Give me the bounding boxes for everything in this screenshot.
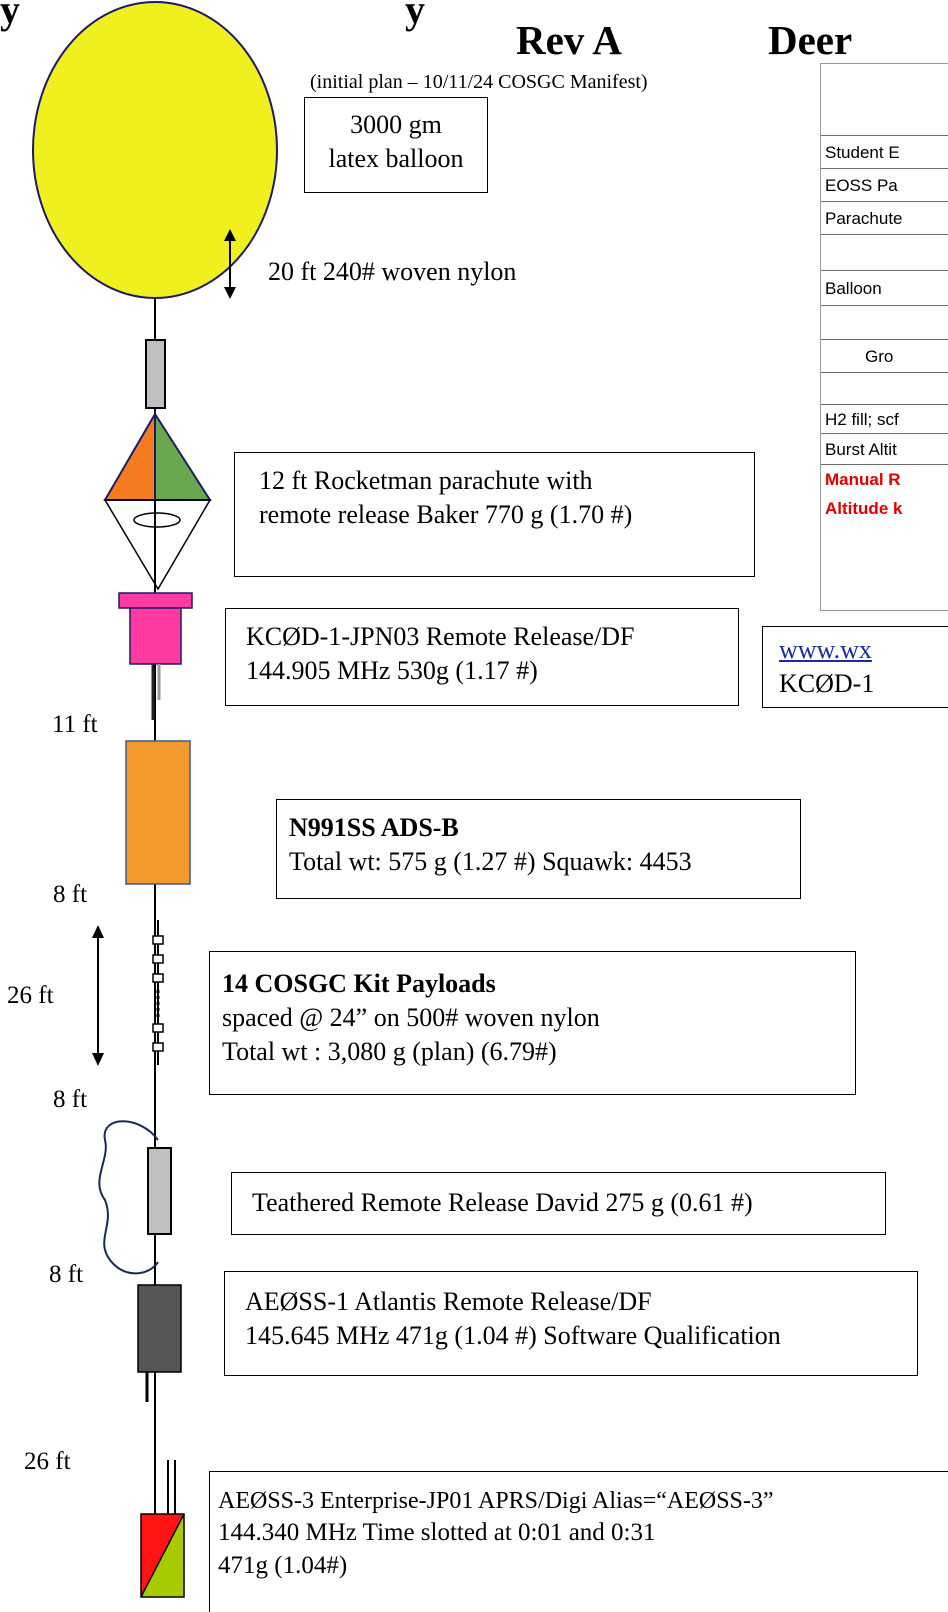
parachute-label-line2: remote release Baker 770 g (1.70 #) — [259, 499, 633, 529]
table-row: Balloon — [821, 270, 948, 306]
table-row: Burst Altit — [821, 433, 948, 465]
table-row: Manual R — [821, 464, 948, 495]
balloon — [32, 1, 278, 299]
header-right-fragment: y — [405, 0, 425, 32]
kit-payload-string — [152, 920, 164, 1065]
distance-26ft-b: 26 ft — [24, 1448, 71, 1475]
parachute-label-box: 12 ft Rocketman parachute with remote re… — [234, 452, 755, 577]
distance-8ft-a: 8 ft — [53, 881, 88, 908]
atlantis-line2: 145.645 MHz 471g (1.04 #) Software Quali… — [245, 1320, 781, 1350]
enterprise-line2: 144.340 MHz Time slotted at 0:01 and 0:3… — [218, 1519, 656, 1547]
teathered-label-box: Teathered Remote Release David 275 g (0.… — [231, 1172, 886, 1235]
enterprise-line1: AEØSS-3 Enterprise-JP01 APRS/Digi Alias=… — [218, 1488, 774, 1514]
enterprise-line3: 471g (1.04#) — [218, 1551, 348, 1579]
atlantis-line1: AEØSS-1 Atlantis Remote Release/DF — [245, 1287, 652, 1316]
balloon-label-line1: 3000 gm — [350, 110, 442, 139]
link-callsign: KCØD-1 — [779, 668, 875, 698]
table-row — [821, 64, 948, 135]
table-row: EOSS Pa — [821, 168, 948, 202]
table-row: Altitude k — [825, 499, 903, 518]
length-arrow-26ft — [92, 925, 104, 1066]
kit-label-box: 14 COSGC Kit Payloads spaced @ 24” on 50… — [209, 951, 856, 1095]
enterprise-payload — [140, 1513, 185, 1598]
rev-subtitle: (initial plan – 10/11/24 COSGC Manifest) — [310, 71, 648, 93]
header-left-fragment: y — [0, 0, 20, 32]
link-box: www.wx KCØD-1 — [762, 626, 948, 708]
kit-line3: Total wt : 3,080 g (plan) (6.79#) — [222, 1036, 557, 1066]
parachute — [103, 410, 212, 591]
table-row — [821, 305, 948, 340]
table-row: H2 fill; scf — [821, 404, 948, 434]
distance-11ft: 11 ft — [52, 711, 98, 738]
kit-title: 14 COSGC Kit Payloads — [222, 969, 496, 998]
length-arrow-20ft — [224, 229, 236, 299]
adsb-line2: Total wt: 575 g (1.27 #) Squawk: 4453 — [289, 846, 692, 876]
table-row: Parachute — [821, 201, 948, 235]
balloon-label-box: 3000 gm latex balloon — [304, 97, 488, 193]
kit-line2: spaced @ 24” on 500# woven nylon — [222, 1002, 600, 1032]
parachute-label-line1: 12 ft Rocketman parachute with — [259, 466, 593, 495]
top-release-cylinder — [145, 339, 166, 409]
distance-8ft-c: 8 ft — [49, 1261, 84, 1288]
table-row: Gro — [821, 339, 948, 373]
table-row — [821, 234, 948, 271]
adsb-label-box: N991SS ADS-B Total wt: 575 g (1.27 #) Sq… — [276, 799, 801, 899]
teathered-label: Teathered Remote Release David 275 g (0.… — [252, 1188, 753, 1217]
release-df-label-box: KCØD-1-JPN03 Remote Release/DF 144.905 M… — [225, 608, 739, 706]
distance-26ft-a: 26 ft — [7, 982, 54, 1009]
table-row: Student E — [821, 135, 948, 169]
atlantis-release-device — [137, 1284, 182, 1402]
tether-loop — [98, 1120, 159, 1275]
deer-title: Deer — [768, 17, 853, 63]
enterprise-label-box: AEØSS-3 Enterprise-JP01 APRS/Digi Alias=… — [209, 1471, 948, 1612]
atlantis-label-box: AEØSS-1 Atlantis Remote Release/DF 145.6… — [224, 1271, 918, 1376]
release-df-line1: KCØD-1-JPN03 Remote Release/DF — [246, 622, 635, 651]
kc0d-release-device — [118, 592, 193, 720]
adsb-payload — [125, 740, 191, 885]
teathered-release-cylinder — [147, 1147, 172, 1235]
release-df-line2: 144.905 MHz 530g (1.17 #) — [246, 655, 538, 685]
distance-8ft-b: 8 ft — [53, 1086, 88, 1113]
balloon-label-line2: latex balloon — [328, 143, 464, 173]
table-row — [821, 372, 948, 405]
link-url[interactable]: www.wx — [779, 635, 872, 664]
adsb-title: N991SS ADS-B — [289, 813, 459, 842]
tether-label: 20 ft 240# woven nylon — [268, 257, 517, 286]
rev-title: Rev A — [516, 17, 622, 63]
